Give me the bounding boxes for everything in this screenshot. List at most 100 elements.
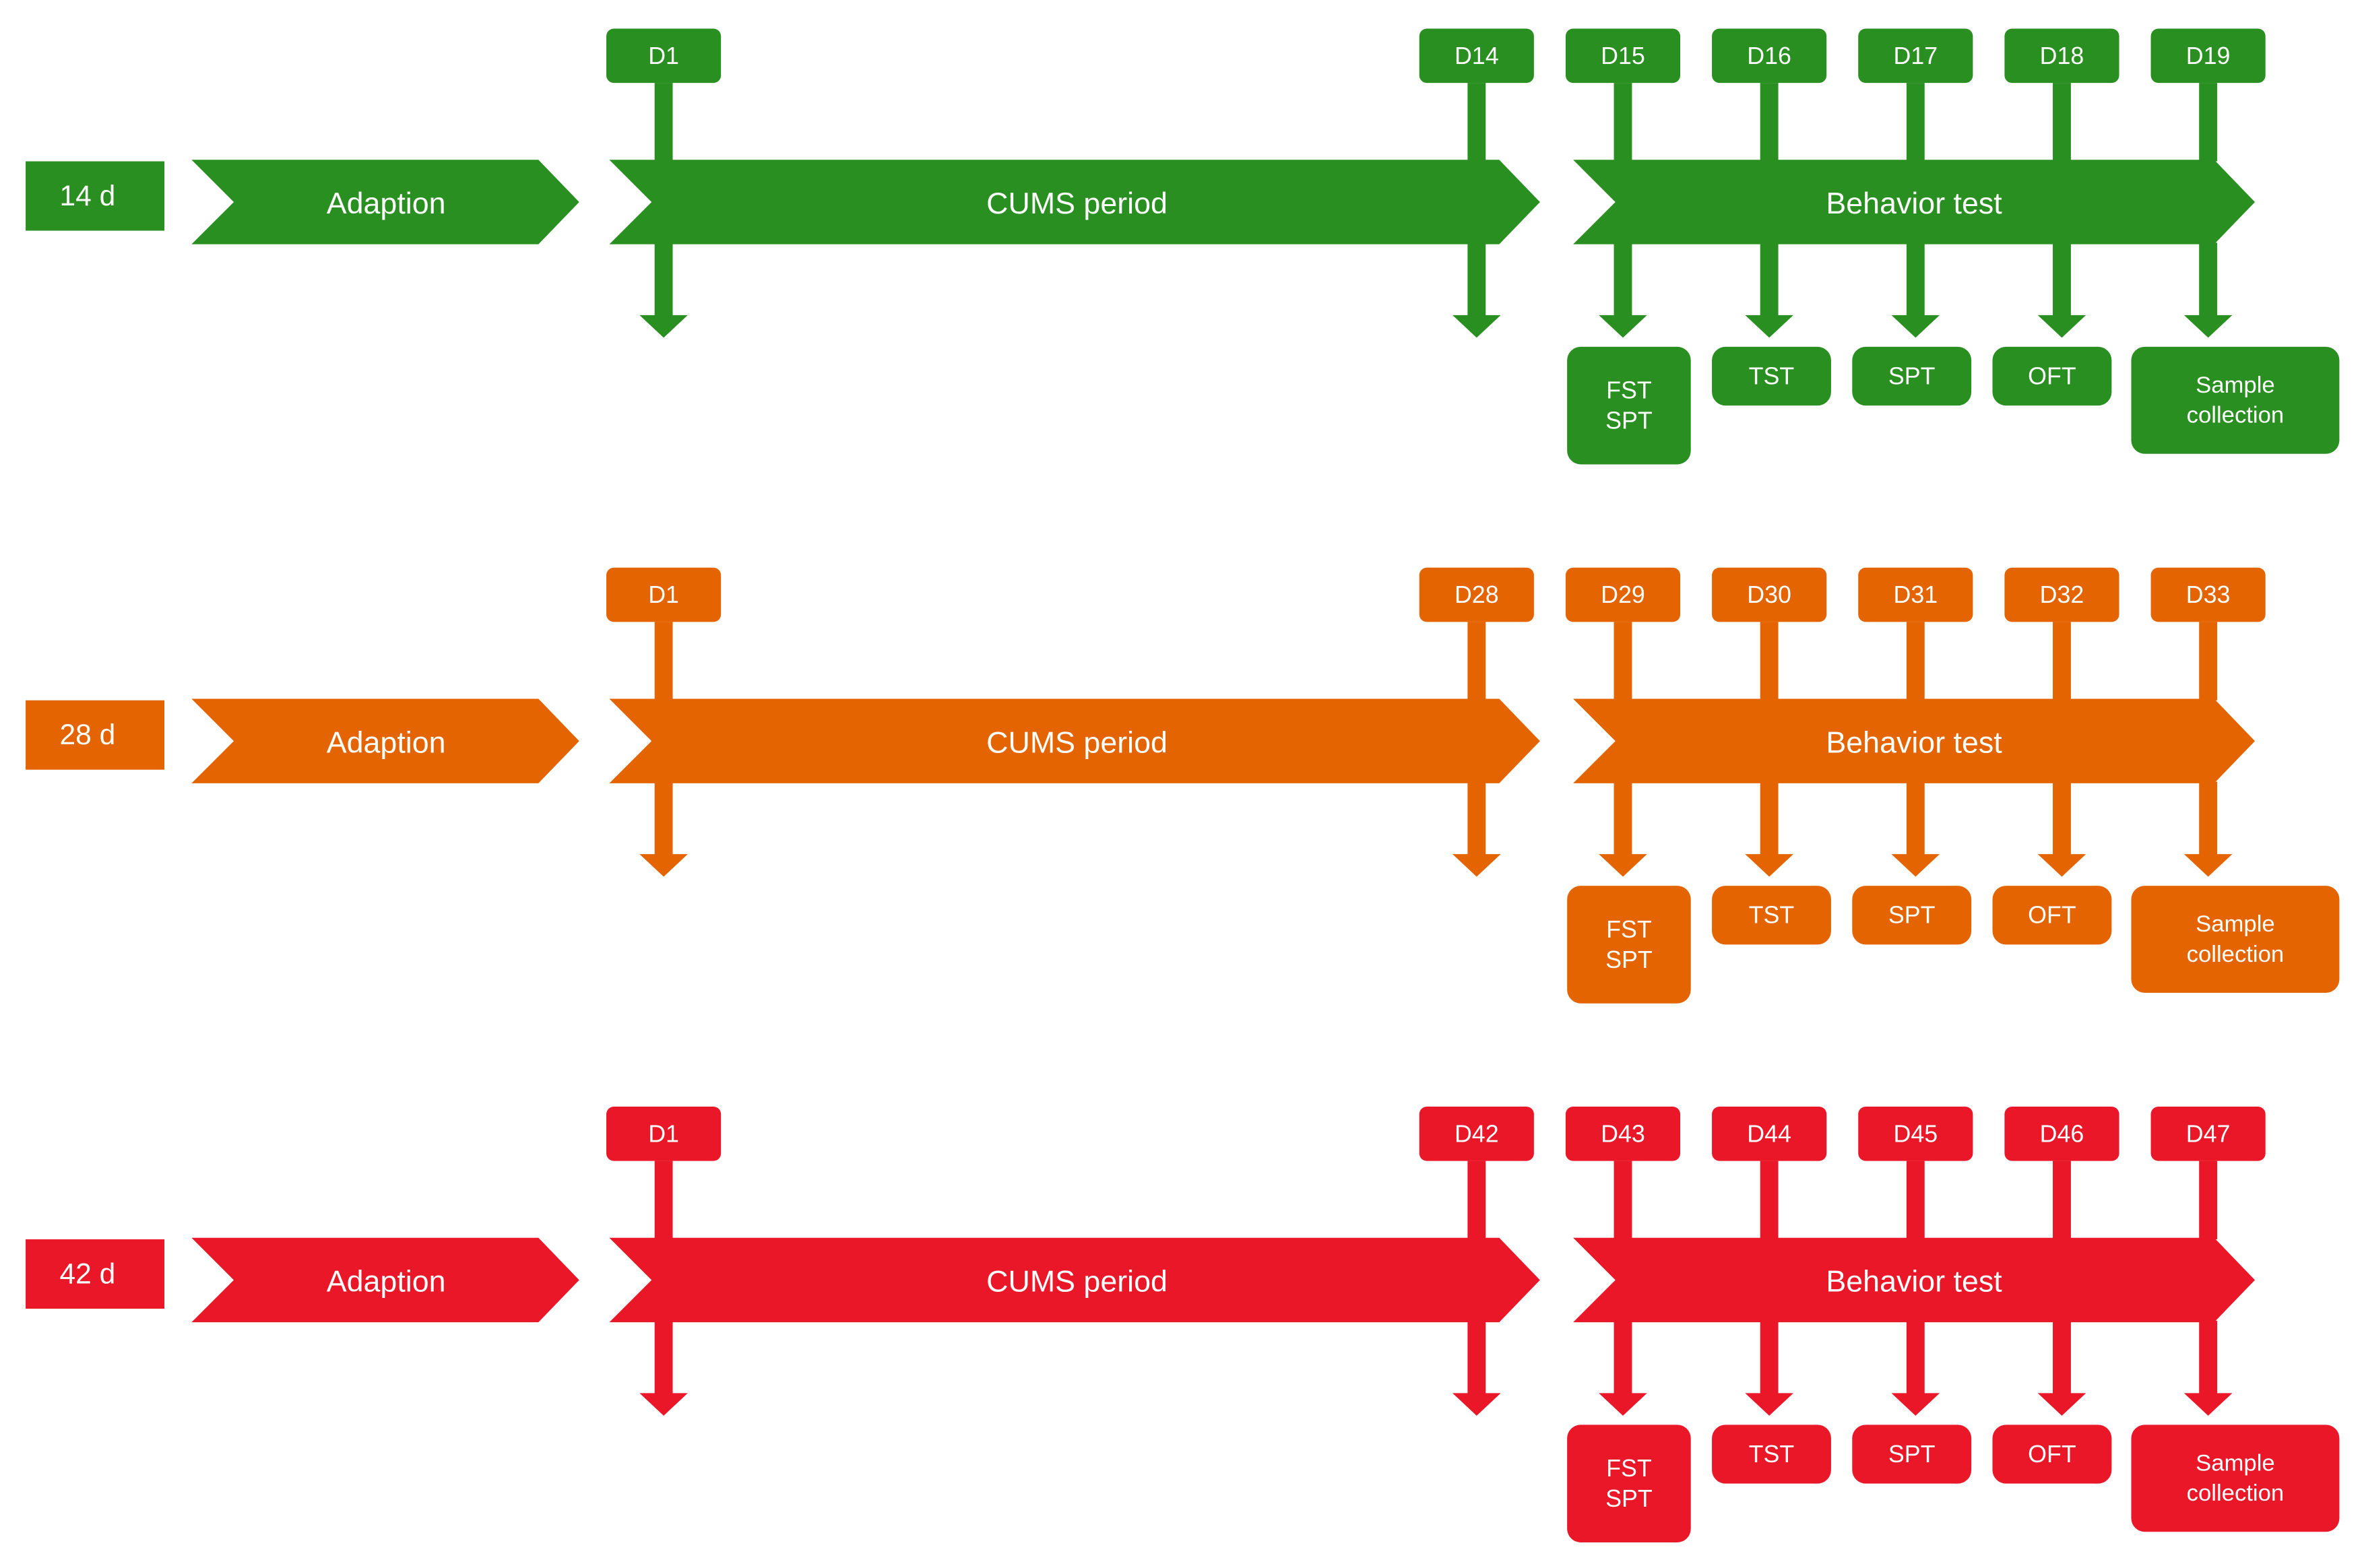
test-box-tst: [1712, 1425, 1831, 1484]
day-connector: [1906, 1161, 1925, 1240]
test-label: SPT: [1888, 1441, 1936, 1468]
day-tag-label: D30: [1747, 581, 1791, 608]
day-down-arrow: [2037, 1320, 2086, 1416]
test-label: SPT: [1888, 902, 1936, 929]
test-box-oft: [1992, 886, 2112, 945]
day-down-arrow: [1745, 781, 1793, 877]
day-connector: [2053, 1161, 2071, 1240]
duration-box: [26, 1239, 165, 1309]
day-down-arrow: [2183, 242, 2233, 338]
day-tag-label: D45: [1893, 1120, 1938, 1147]
test-box-tst: [1712, 886, 1831, 945]
cums-period-arrow: [609, 160, 1540, 244]
duration-box: [26, 700, 165, 770]
test-box-spt: [1852, 886, 1972, 945]
test-box-fst-spt: [1567, 346, 1691, 465]
day-tag-label: D47: [2186, 1120, 2231, 1147]
day-connector: [1614, 83, 1632, 162]
day-tag: [1419, 567, 1534, 622]
day-connector: [1760, 83, 1779, 162]
test-label: OFT: [2028, 1441, 2076, 1468]
day-tag: [1712, 567, 1827, 622]
behavior-test-arrow: [1573, 160, 2256, 244]
day-connector: [1467, 1161, 1486, 1240]
day-connector: [2199, 1161, 2218, 1240]
test-label: SPT: [1605, 407, 1653, 434]
adaption-label: Adaption: [327, 725, 446, 759]
day-tag-label: D32: [2040, 581, 2084, 608]
day-tag: [1565, 1107, 1681, 1161]
day-tag-label: D15: [1601, 42, 1645, 69]
day-connector: [1760, 622, 1779, 700]
test-label: SPT: [1888, 362, 1936, 389]
test-label: collection: [2187, 403, 2285, 428]
day-tag: [1858, 28, 1973, 84]
day-tag-label: D16: [1747, 42, 1791, 69]
day-tag: [1565, 567, 1681, 622]
day-down-arrow: [2037, 242, 2086, 338]
day-down-arrow: [2183, 1320, 2233, 1416]
day-tag-label: D29: [1601, 581, 1645, 608]
test-label: Sample: [2196, 372, 2275, 398]
duration-label: 42 d: [59, 1258, 115, 1291]
day-down-arrow: [2183, 781, 2233, 877]
day-tag-label: D43: [1601, 1120, 1645, 1147]
day-tag-label: D18: [2040, 42, 2084, 69]
day-connector: [2053, 83, 2071, 162]
cums-period-label: CUMS period: [986, 187, 1168, 220]
day-connector: [1467, 622, 1486, 700]
day-tag: [2150, 28, 2266, 84]
day-tag: [606, 567, 722, 622]
day-tag-label: D19: [2186, 42, 2231, 69]
duration-label: 14 d: [59, 180, 115, 212]
day-tag: [606, 1107, 722, 1161]
behavior-test-label: Behavior test: [1826, 725, 2002, 759]
test-box-tst: [1712, 346, 1831, 406]
test-box-spt: [1852, 346, 1972, 406]
behavior-test-label: Behavior test: [1826, 1265, 2002, 1299]
day-tag: [2150, 567, 2266, 622]
test-box-spt: [1852, 1425, 1972, 1484]
day-down-arrow: [1745, 242, 1793, 338]
test-label: TST: [1749, 362, 1795, 389]
day-tag-label: D1: [648, 1120, 679, 1147]
day-tag: [2150, 1107, 2266, 1161]
test-label: collection: [2187, 1480, 2285, 1506]
day-tag-label: D46: [2040, 1120, 2084, 1147]
day-tag-label: D14: [1455, 42, 1499, 69]
test-label: OFT: [2028, 362, 2076, 389]
day-tag: [1858, 567, 1973, 622]
day-down-arrow: [1745, 1320, 1793, 1416]
duration-label: 28 d: [59, 719, 115, 751]
test-label: FST: [1606, 916, 1652, 943]
day-tag-label: D31: [1893, 581, 1938, 608]
test-box-oft: [1992, 1425, 2112, 1484]
day-connector: [654, 83, 673, 162]
test-label: OFT: [2028, 902, 2076, 929]
test-label: TST: [1749, 902, 1795, 929]
day-connector: [1614, 622, 1632, 700]
day-tag-label: D17: [1893, 42, 1938, 69]
day-down-arrow: [1891, 242, 1940, 338]
day-down-arrow: [2037, 781, 2086, 877]
behavior-test-arrow: [1573, 698, 2256, 783]
test-box-sample-collection: [2131, 886, 2340, 993]
day-down-arrow: [1599, 1320, 1647, 1416]
test-box-sample-collection: [2131, 1425, 2340, 1532]
day-tag: [2004, 567, 2119, 622]
day-tag: [2004, 1107, 2119, 1161]
behavior-test-label: Behavior test: [1826, 187, 2002, 220]
cums-period-arrow: [609, 698, 1540, 783]
day-down-arrow: [639, 1320, 688, 1416]
day-connector: [654, 622, 673, 700]
test-label: FST: [1606, 1455, 1652, 1482]
test-box-sample-collection: [2131, 346, 2340, 454]
day-connector: [1906, 83, 1925, 162]
day-connector: [1614, 1161, 1632, 1240]
test-label: TST: [1749, 1441, 1795, 1468]
day-tag-label: D28: [1455, 581, 1499, 608]
day-tag-label: D1: [648, 581, 679, 608]
